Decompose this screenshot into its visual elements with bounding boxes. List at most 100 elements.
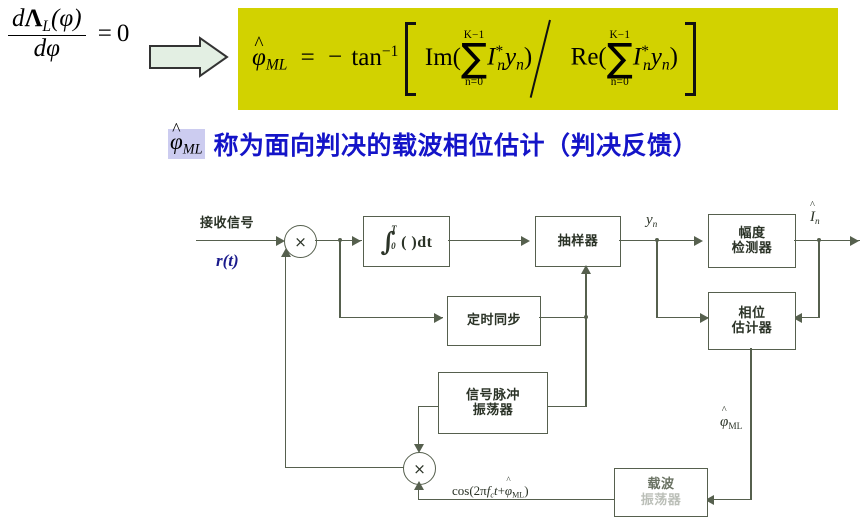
carrier-expr-close: ) xyxy=(524,483,529,498)
carrier-expression-label: cos(2πfct+^φML) xyxy=(452,475,529,500)
pulse-oscillator-line1: 信号脉冲 xyxy=(465,387,520,403)
arrow-integrator-in xyxy=(352,235,361,246)
arrow-multiplier2-top-in xyxy=(414,444,424,453)
wire-input xyxy=(196,240,282,242)
wire-carrier-up-mult2 xyxy=(418,489,420,500)
timing-sync-label: 定时同步 xyxy=(466,313,521,329)
equals-zero: =0 xyxy=(98,20,130,48)
phi-ml-symbol: φ xyxy=(720,414,729,430)
carrier-expr-f: f xyxy=(486,483,491,498)
wire-timing-down-osc xyxy=(585,317,587,407)
In-symbol: I xyxy=(810,209,815,225)
wire-mult2-to-mult1 xyxy=(285,467,404,469)
multiplier-2: × xyxy=(403,452,436,485)
phase-estimator-label: 相位 估计器 xyxy=(732,306,773,337)
arrow-phase-estimator-left-in xyxy=(700,312,709,323)
carrier-oscillator-line1: 载波 xyxy=(647,477,675,493)
arrow-output-In xyxy=(850,235,859,246)
wire-to-integrator xyxy=(340,240,362,242)
wire-In-down xyxy=(818,240,820,318)
term-I-sub-re: n xyxy=(642,56,651,74)
integral-sign: ∫ xyxy=(380,227,397,258)
phi-ml-hat-wrapper: ^φ xyxy=(720,405,729,431)
phase-estimator-line2: 估计器 xyxy=(731,321,773,336)
signal-label-yn: yn xyxy=(646,212,657,230)
numerator-arg: (φ) xyxy=(51,5,82,32)
fraction-denominator: dφ xyxy=(8,35,86,63)
phi-symbol: φ xyxy=(252,43,266,71)
wire-In-to-phase-est xyxy=(800,317,819,319)
amplitude-detector-label: 幅度 检测器 xyxy=(732,226,773,257)
formula-minus: − xyxy=(328,43,343,71)
carrier-expr-phi-sub: ML xyxy=(512,490,525,500)
caption-text: 称为面向判决的载波相位估计（判决反馈） xyxy=(213,131,699,160)
fraction-numerator: dΛL(φ) xyxy=(8,5,86,35)
term-I-conj-re: * xyxy=(641,43,649,61)
sum-upper-limit-re: K−1 xyxy=(609,28,631,41)
yn-subscript: n xyxy=(652,219,658,230)
close-paren-im: ) xyxy=(523,43,533,71)
real-part-label: Re( xyxy=(570,43,607,71)
zero-value: 0 xyxy=(116,20,130,48)
close-paren-re: ) xyxy=(669,43,678,71)
term-I-re: I xyxy=(632,43,642,71)
block-timing-sync: 定时同步 xyxy=(447,296,541,346)
phase-estimator-line1: 相位 xyxy=(738,305,766,321)
sum-symbol-re: ∑ xyxy=(606,36,633,82)
caption-phi-symbol: ^φML xyxy=(168,120,205,159)
block-sampler: 抽样器 xyxy=(535,216,621,267)
block-carrier-oscillator: 载波 振荡器 xyxy=(614,468,708,517)
denominator-phi: φ xyxy=(46,35,60,63)
carrier-oscillator-line2: 振荡器 xyxy=(640,492,682,508)
carrier-expr-phi: φ xyxy=(504,483,513,498)
derivative-equation: dΛL(φ) dφ =0 xyxy=(8,5,130,63)
arrow-sampler-in xyxy=(521,235,530,246)
integral-upper-limit: T xyxy=(391,223,398,234)
arrow-input xyxy=(276,235,285,246)
caption-phi-glyph: φ xyxy=(170,129,183,155)
wire-phase-estimator-out xyxy=(750,348,752,500)
arrow-phase-estimator-right-in xyxy=(793,312,802,323)
arrow-sampler-clock-in xyxy=(581,265,591,274)
signal-label-phi-ml: ^φML xyxy=(720,405,742,431)
pulse-oscillator-line2: 振荡器 xyxy=(472,403,514,418)
division-slash xyxy=(538,22,564,96)
wire-pulse-osc-down xyxy=(418,406,420,446)
numerator-d: d xyxy=(12,5,25,32)
arrow-multiplier2-bottom-in xyxy=(414,481,424,490)
term-y-sub-re: n xyxy=(661,56,670,74)
formula-equals: = xyxy=(300,43,315,71)
amplitude-detector-line2: 检测器 xyxy=(731,241,773,256)
summation-im: K−1∑n=0 xyxy=(461,29,488,88)
derivative-fraction: dΛL(φ) dφ xyxy=(8,5,86,63)
carrier-expr-prefix: cos(2π xyxy=(452,483,487,498)
implies-arrow xyxy=(148,36,230,83)
arctan-exponent: −1 xyxy=(381,43,399,61)
phi-hat-ml: ^φ xyxy=(252,35,266,72)
signal-label-In: ^In xyxy=(810,200,820,226)
multiplier-1-symbol: × xyxy=(294,232,307,251)
term-I-sub-im: n xyxy=(497,56,505,74)
sum-symbol-im: ∑ xyxy=(461,36,488,82)
yn-symbol: y xyxy=(646,212,653,228)
wire-mult2-up xyxy=(285,256,287,468)
term-y-im: y xyxy=(504,43,517,71)
sum-lower-limit-re: n=0 xyxy=(610,75,629,88)
arrow-multiplier1-bottom-in xyxy=(281,248,291,257)
sum-lower-limit-im: n=0 xyxy=(464,75,484,88)
input-signal-label: 接收信号 xyxy=(200,216,255,231)
wire-to-pulse-osc xyxy=(546,406,586,408)
wire-timing-out xyxy=(539,317,586,319)
caption-phi-subscript: ML xyxy=(182,141,203,158)
integral-body: ( )dt xyxy=(401,234,433,252)
arrow-timing-in xyxy=(434,312,443,323)
sampler-label: 抽样器 xyxy=(557,233,599,249)
wire-yn-down xyxy=(656,240,658,318)
wire-carrier-to-mult2 xyxy=(418,499,614,501)
caption-phi-hat: ^φ xyxy=(170,120,183,155)
block-phase-estimator: 相位 估计器 xyxy=(708,292,796,350)
